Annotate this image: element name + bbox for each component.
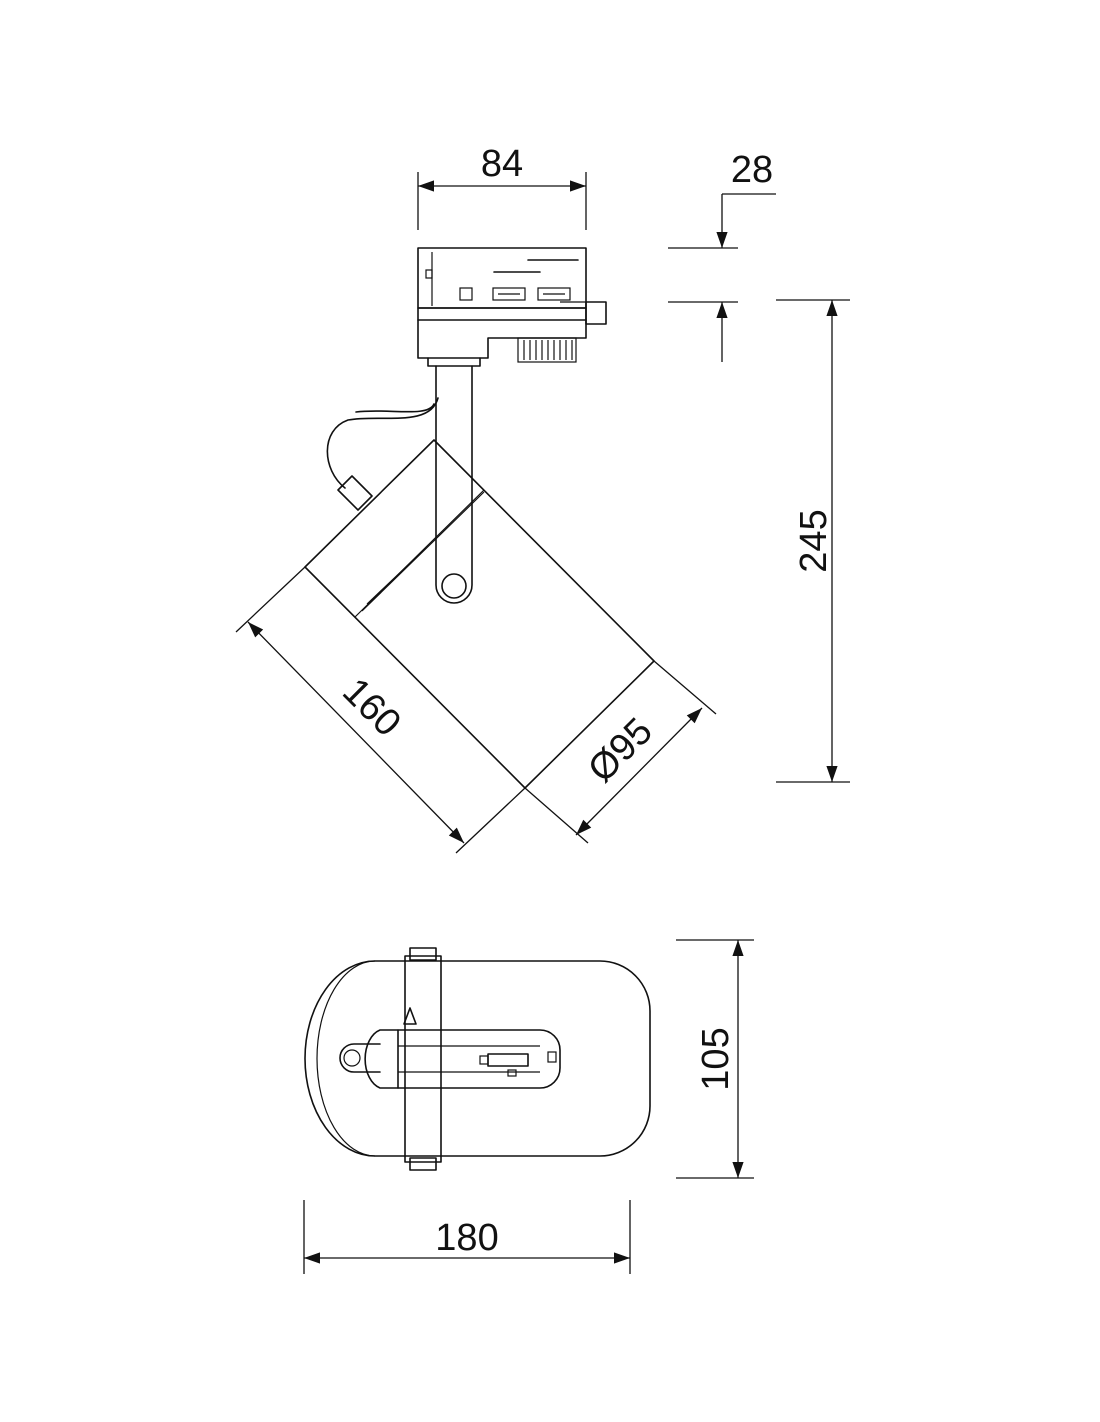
dimension-top-length: 180 (303, 1200, 631, 1274)
dimension-body-diameter: Ø95 (524, 660, 717, 844)
top-view-outline (304, 960, 651, 1157)
dimension-top-width: 105 (676, 939, 754, 1179)
dimension-body-length: 160 (235, 566, 526, 854)
dimension-label-160: 160 (334, 670, 409, 745)
yoke (404, 955, 442, 1163)
top-view (304, 947, 651, 1171)
dimension-label-245: 245 (793, 509, 835, 572)
adapter-top (339, 1029, 561, 1089)
dimension-mount-width: 84 (417, 143, 587, 230)
mounting-arm (435, 365, 473, 604)
dimension-label-28: 28 (731, 149, 773, 191)
dimension-adapter-height: 28 (668, 149, 776, 362)
track-adapter (417, 247, 607, 367)
dimension-label-105: 105 (695, 1027, 737, 1090)
power-cable (326, 397, 439, 489)
dimension-label-84: 84 (481, 143, 523, 185)
dimension-total-height: 245 (776, 299, 850, 783)
dimension-label-180: 180 (435, 1217, 498, 1259)
spotlight-body (304, 439, 655, 789)
